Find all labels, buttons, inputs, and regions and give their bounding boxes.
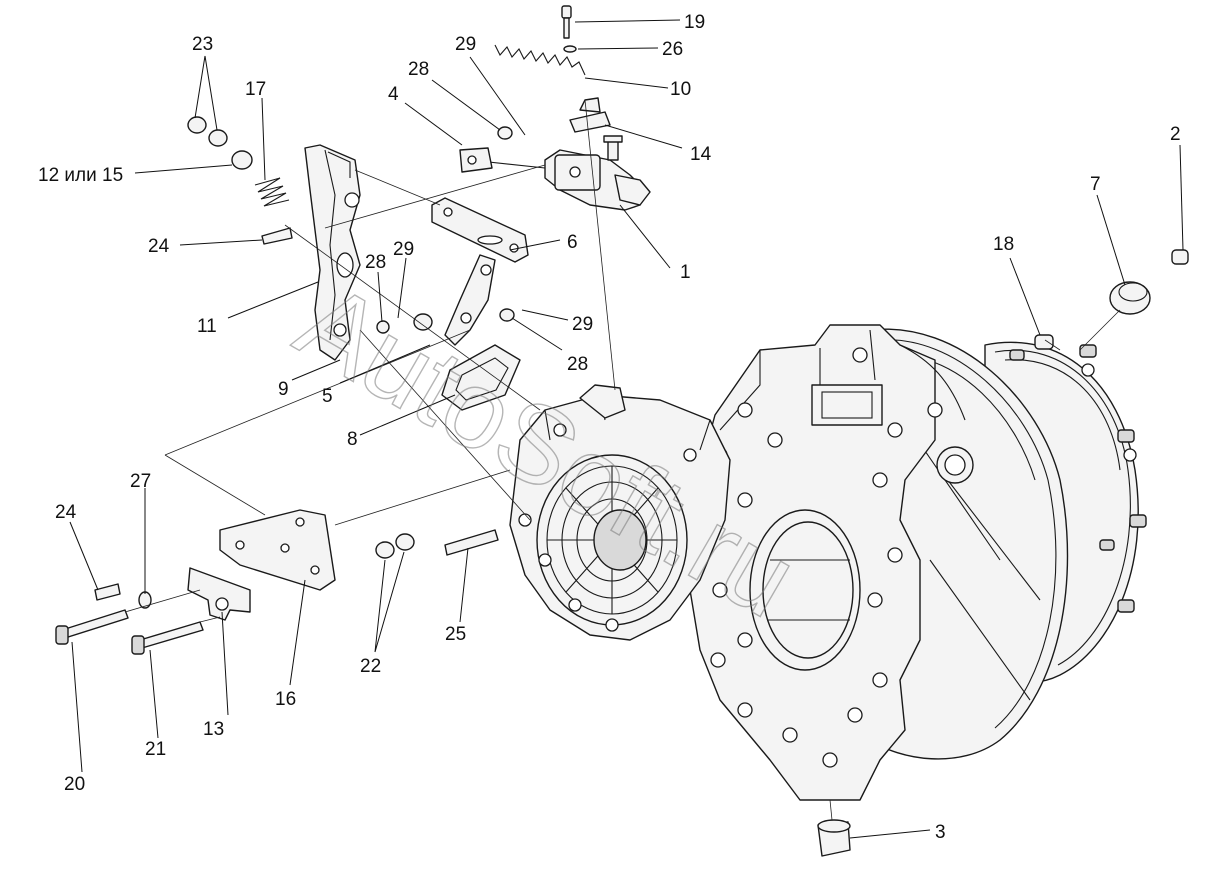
callout-26: 26	[662, 39, 683, 60]
cover-bolts	[1009, 344, 1147, 613]
plug-18	[1034, 334, 1054, 350]
callout-1: 1	[680, 262, 691, 283]
callout-4: 4	[388, 84, 399, 105]
callout-24-lower: 24	[55, 502, 77, 523]
breather-2	[1171, 249, 1189, 265]
seal-8	[441, 344, 521, 411]
callout-28-right: 28	[567, 354, 588, 375]
washer-26	[563, 45, 577, 53]
callout-29-top: 29	[455, 34, 476, 55]
callout-2: 2	[1170, 124, 1181, 145]
spring-17	[254, 177, 290, 207]
callout-23: 23	[192, 34, 213, 55]
callout-10: 10	[670, 79, 691, 100]
pin-24-lower	[94, 583, 121, 601]
callout-8: 8	[347, 429, 358, 450]
callout-29-right: 29	[572, 314, 593, 335]
drain-plug-3	[817, 819, 851, 857]
washer-27	[138, 591, 152, 609]
callout-6: 6	[567, 232, 578, 253]
clutch-lever	[304, 144, 361, 361]
callout-25: 25	[445, 624, 466, 645]
clutch-housing	[689, 324, 1147, 801]
callout-20: 20	[64, 774, 85, 795]
callout-7: 7	[1090, 174, 1101, 195]
washer-28-top	[497, 126, 513, 140]
callout-11: 11	[197, 316, 217, 337]
callout-5: 5	[322, 386, 333, 407]
housing-holes	[710, 347, 943, 768]
callout-27: 27	[130, 471, 151, 492]
callout-17: 17	[245, 79, 266, 100]
callout-21: 21	[145, 739, 166, 760]
callouts: 1 2 3 4 5 6 7 8 9 10 11 12 или 15 13 14 …	[38, 12, 1181, 843]
bracket-16	[219, 509, 336, 591]
bolt-19	[561, 5, 572, 39]
callout-9: 9	[278, 379, 289, 400]
input-adapter-plate	[509, 384, 731, 641]
ring-9	[413, 313, 433, 331]
callout-3: 3	[935, 822, 946, 843]
pin-25	[444, 529, 499, 556]
callout-22: 22	[360, 656, 381, 677]
link-plate	[431, 197, 529, 346]
nuts-22	[375, 533, 415, 559]
bolt-20	[55, 609, 129, 645]
washer-28-mid	[376, 320, 390, 334]
callout-13: 13	[203, 719, 224, 740]
callout-16: 16	[275, 689, 296, 710]
callout-18: 18	[993, 234, 1014, 255]
bolt-21	[131, 621, 204, 655]
cap-7	[1109, 281, 1151, 315]
leader-lines	[69, 19, 1184, 839]
bracket-13	[187, 567, 251, 621]
washer-28-right	[499, 308, 515, 322]
callout-24-upper: 24	[148, 236, 170, 257]
callout-12: 12 или 15	[38, 165, 123, 186]
return-spring-10	[494, 44, 586, 76]
pin-24-upper	[261, 227, 293, 245]
nuts-23	[187, 116, 253, 170]
callout-29-mid: 29	[393, 239, 414, 260]
callout-28-top: 28	[408, 59, 429, 80]
bracket-14	[569, 97, 611, 133]
callout-19: 19	[684, 12, 705, 33]
alignment-lines	[124, 99, 1121, 821]
callout-28-mid: 28	[365, 252, 386, 273]
clutch-cylinder	[459, 135, 651, 211]
callout-14: 14	[690, 144, 712, 165]
